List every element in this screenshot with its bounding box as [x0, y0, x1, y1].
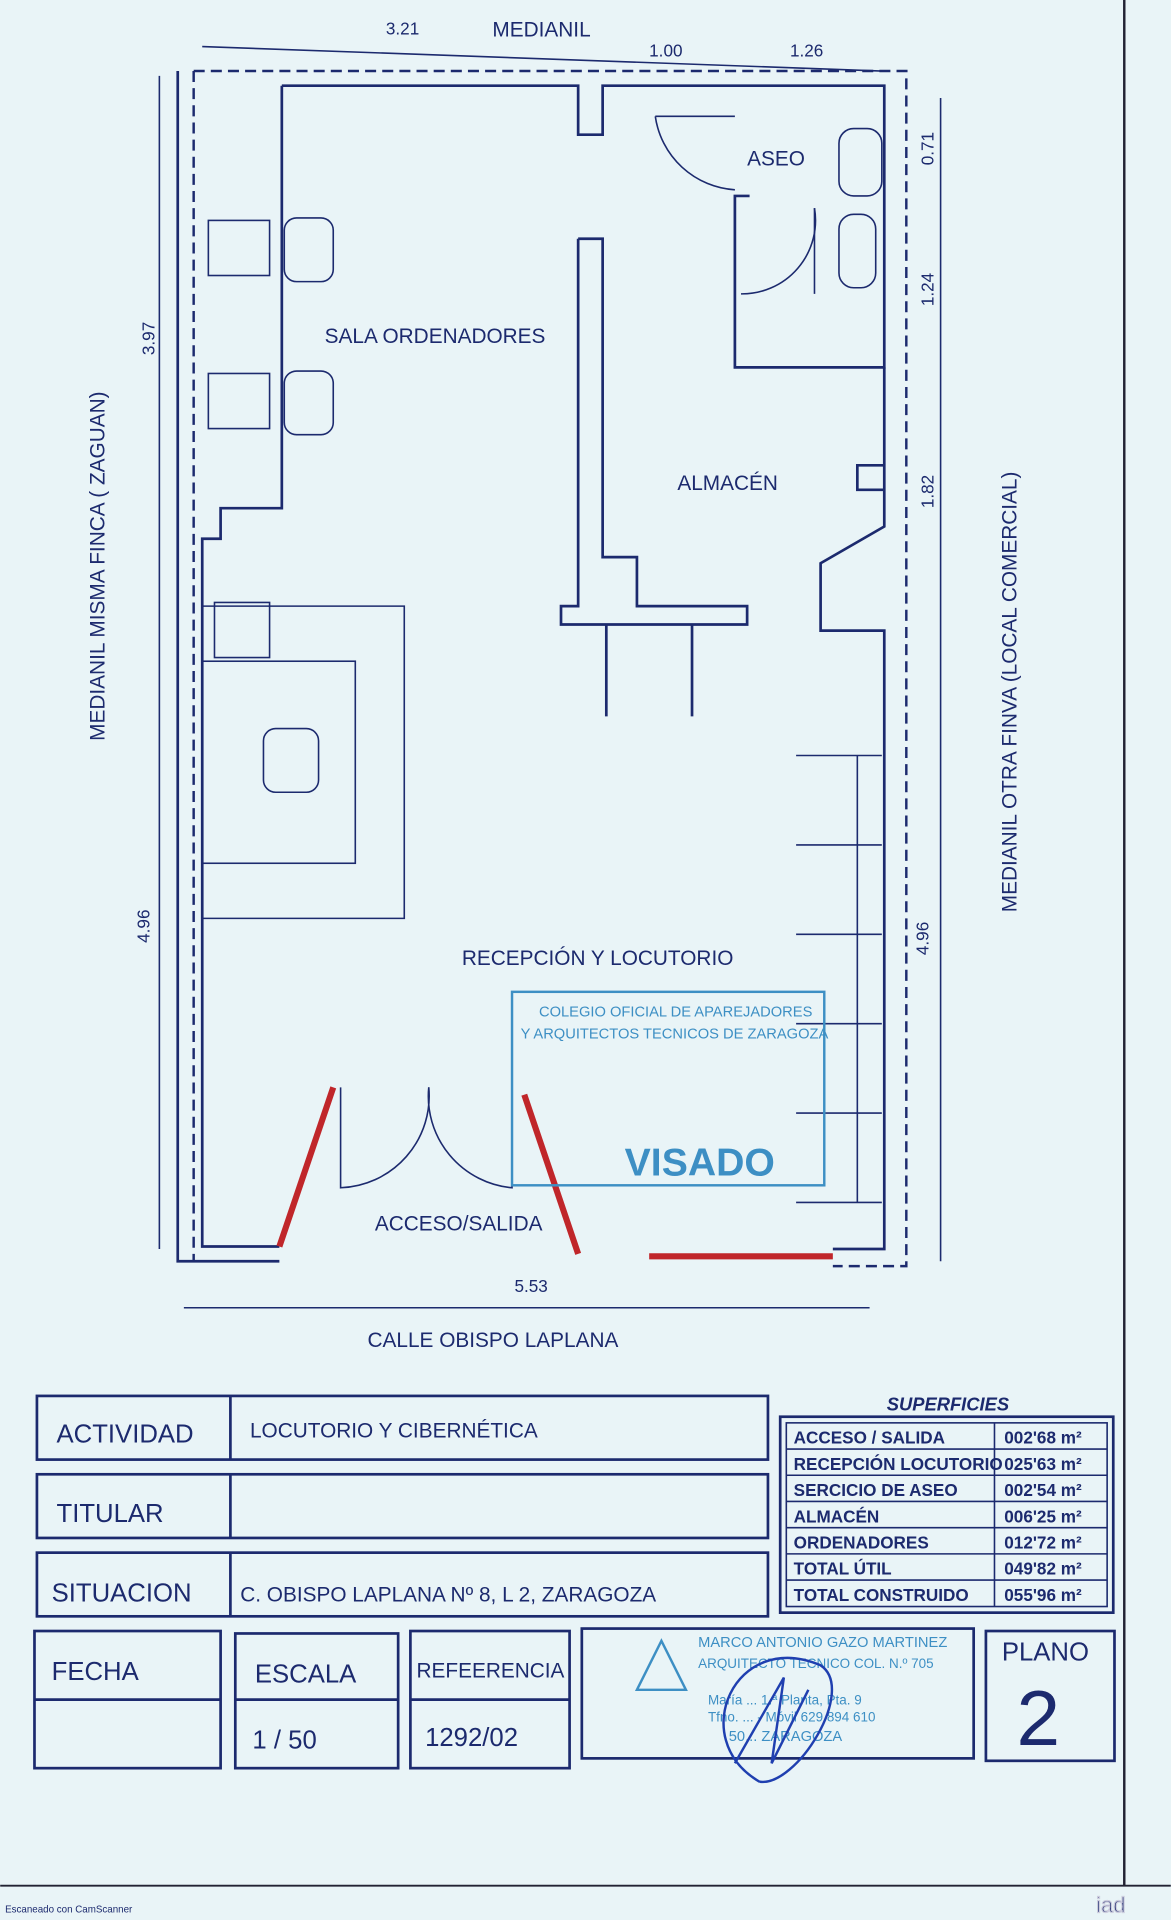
svg-text:ESCALA: ESCALA: [255, 1660, 357, 1688]
computer-desks: [207, 217, 335, 794]
superficie-value: 012'72 m²: [1004, 1532, 1082, 1552]
iad-logo: iad: [1096, 1893, 1125, 1918]
superficie-value: 006'25 m²: [1004, 1506, 1082, 1526]
svg-text:VISADO: VISADO: [625, 1142, 775, 1185]
svg-text:María ... 1.ª Planta, Pta. 9: María ... 1.ª Planta, Pta. 9: [708, 1692, 862, 1707]
superficie-value: 055'96 m²: [1004, 1585, 1082, 1605]
walls: [176, 69, 908, 1268]
svg-text:SUPERFICIES: SUPERFICIES: [887, 1394, 1010, 1415]
dim-top-c: 1.26: [790, 40, 823, 60]
dim-right-c: 1.82: [917, 475, 937, 508]
referencia-value: 1292/02: [425, 1724, 518, 1752]
superficie-name: ORDENADORES: [794, 1532, 929, 1552]
dim-right-d: 4.96: [912, 922, 932, 955]
superficie-name: TOTAL CONSTRUIDO: [794, 1585, 969, 1605]
actividad-value: LOCUTORIO Y CIBERNÉTICA: [250, 1420, 538, 1443]
svg-text:COLEGIO OFICIAL DE APAREJADORE: COLEGIO OFICIAL DE APAREJADORES: [539, 1004, 813, 1020]
side-top-label: MEDIANIL: [492, 19, 590, 42]
svg-text:ACTIVIDAD: ACTIVIDAD: [57, 1420, 194, 1448]
dim-top-a: 3.21: [386, 18, 419, 38]
superficie-value: 002'68 m²: [1004, 1428, 1082, 1448]
svg-text:REFEERENCIA: REFEERENCIA: [417, 1660, 565, 1683]
dim-right-a: 0.71: [917, 132, 937, 165]
superficie-value: 049'82 m²: [1004, 1559, 1082, 1579]
shelving: [796, 754, 882, 1204]
superficie-name: RECEPCIÓN LOCUTORIO: [794, 1454, 1003, 1474]
superficies-table: SUPERFICIES ACCESO / SALIDA 002'68 m²RECE…: [778, 1394, 1115, 1614]
room-sala-ordenadores: SALA ORDENADORES: [325, 325, 546, 348]
dim-left-b: 4.96: [134, 910, 154, 943]
title-block: ACTIVIDAD LOCUTORIO Y CIBERNÉTICA TITULA…: [33, 1394, 1116, 1770]
plano-number: 2: [1017, 1674, 1061, 1762]
situacion-value: C. OBISPO LAPLANA Nº 8, L 2, ZARAGOZA: [240, 1584, 656, 1607]
room-acceso: ACCESO/SALIDA: [375, 1213, 543, 1236]
superficie-value: 025'63 m²: [1004, 1454, 1082, 1474]
svg-text:MARCO ANTONIO GAZO MARTINEZ: MARCO ANTONIO GAZO MARTINEZ: [698, 1635, 947, 1651]
toilet-icon: [838, 213, 877, 289]
visado-stamp: COLEGIO OFICIAL DE APAREJADORES Y ARQUIT…: [510, 990, 829, 1187]
dim-left-a: 3.97: [138, 322, 158, 355]
superficie-name: ACCESO / SALIDA: [794, 1428, 945, 1448]
street-label: CALLE OBISPO LAPLANA: [368, 1329, 619, 1352]
side-right-label: MEDIANIL OTRA FINVA (LOCAL COMERCIAL): [999, 472, 1022, 913]
escala-value: 1 / 50: [252, 1727, 316, 1755]
dim-bottom: 5.53: [514, 1276, 547, 1296]
svg-text:PLANO: PLANO: [1002, 1638, 1089, 1666]
svg-text:TITULAR: TITULAR: [57, 1500, 164, 1528]
svg-text:SITUACION: SITUACION: [52, 1580, 192, 1608]
side-left-label: MEDIANIL MISMA FINCA ( ZAGUAN): [86, 391, 109, 740]
dimension-lines: [158, 45, 942, 1309]
dim-right-b: 1.24: [917, 272, 937, 306]
superficie-name: SERCICIO DE ASEO: [794, 1480, 958, 1500]
room-almacen: ALMACÉN: [677, 472, 778, 495]
signature: [722, 1656, 834, 1783]
dim-top-b: 1.00: [649, 40, 682, 60]
architect-stamp: MARCO ANTONIO GAZO MARTINEZ ARQUITECTO T…: [634, 1635, 947, 1783]
room-aseo: ASEO: [747, 147, 805, 170]
svg-text:Tfno. ... - Móvil 629 894 610: Tfno. ... - Móvil 629 894 610: [708, 1710, 876, 1725]
room-recepcion: RECEPCIÓN Y LOCUTORIO: [462, 947, 734, 970]
superficie-name: ALMACÉN: [794, 1506, 880, 1526]
superficie-value: 002'54 m²: [1004, 1480, 1082, 1500]
svg-text:Y ARQUITECTOS TECNICOS DE ZARA: Y ARQUITECTOS TECNICOS DE ZARAGOZA: [521, 1026, 829, 1042]
superficie-name: TOTAL ÚTIL: [794, 1559, 892, 1579]
sink-icon: [838, 127, 883, 197]
scanner-footer: Escaneado con CamScanner: [5, 1905, 133, 1916]
svg-text:FECHA: FECHA: [52, 1658, 140, 1686]
